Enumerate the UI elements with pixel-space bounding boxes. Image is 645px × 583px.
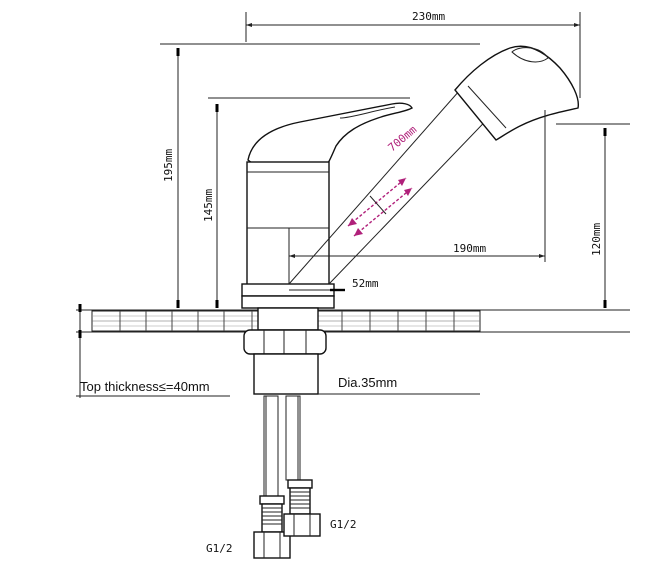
mounting-nut	[243, 307, 327, 395]
connector-left-label: G1/2	[206, 542, 233, 555]
dim-height-120-label: 120mm	[590, 223, 603, 256]
dim-height-195-label: 195mm	[162, 149, 175, 182]
pull-out-spout	[288, 45, 579, 285]
dim-hose-700-label: 700mm	[386, 123, 420, 154]
connector-right-label: G1/2	[330, 518, 357, 531]
faucet-body	[246, 161, 330, 297]
dim-width-label: 230mm	[412, 10, 445, 23]
dim-reach-label: 190mm	[453, 242, 486, 255]
diameter-note: Dia.35mm	[338, 375, 397, 390]
top-thickness-note: Top thickness≤=40mm	[80, 379, 210, 394]
faucet-handle	[247, 102, 413, 164]
dim-base-label: 52mm	[352, 277, 379, 290]
dim-base-52: 52mm	[289, 277, 379, 292]
dim-height-145-label: 145mm	[202, 189, 215, 222]
dim-width-230: 230mm	[245, 10, 581, 98]
hose-pull-arrows	[347, 177, 413, 237]
dim-reach-190: 190mm	[289, 110, 546, 262]
dim-height-120: 120mm	[556, 123, 630, 308]
dim-height-145: 145mm	[202, 97, 410, 308]
connector-right	[283, 479, 321, 537]
dim-height-195: 195mm	[160, 43, 480, 308]
